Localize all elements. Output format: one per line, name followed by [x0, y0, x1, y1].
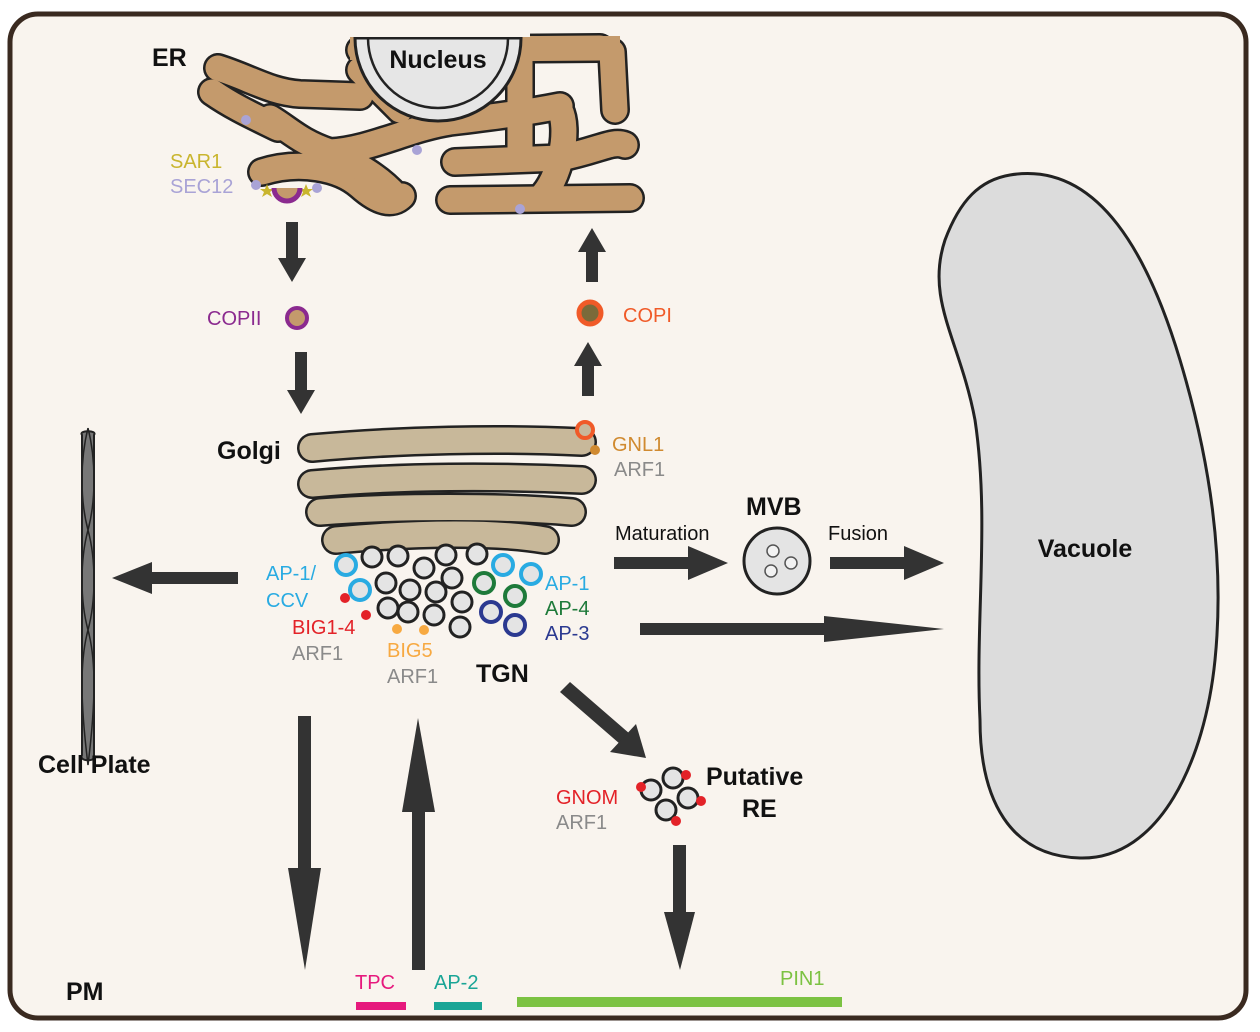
golgi-stack: [297, 425, 597, 555]
cell-plate: [80, 427, 96, 766]
ap3-label: AP-3: [545, 623, 589, 645]
arf1-big5-label: ARF1: [387, 666, 438, 688]
ap1-vesicles: [334, 553, 543, 602]
gnom-dots: [636, 770, 706, 826]
er-label: ER: [152, 44, 187, 72]
big5-dots: [392, 624, 429, 635]
ap1-label: AP-1: [545, 573, 589, 595]
pin1-bar: [517, 997, 842, 1007]
copi-vesicle: [576, 299, 604, 327]
pm-label: PM: [66, 978, 104, 1006]
sar1-label: SAR1: [170, 151, 222, 173]
copi-budding-vesicle: [575, 420, 595, 440]
arf1-gnom-label: ARF1: [556, 812, 607, 834]
copi-label: COPI: [623, 305, 672, 327]
big5-label: BIG5: [387, 640, 433, 662]
arf1-big1-4-label: ARF1: [292, 643, 343, 665]
tpc-bar: [356, 1002, 406, 1010]
tgn-vesicles: [334, 542, 543, 639]
vacuole: [937, 172, 1220, 860]
ap1-ccv-label-2: CCV: [266, 590, 309, 612]
arrows: [112, 222, 944, 970]
putative-re-label-2: RE: [742, 795, 777, 823]
gnom-label: GNOM: [556, 787, 618, 809]
arrow-re-to-pm: [664, 845, 695, 970]
arrow-er-to-copii: [278, 222, 306, 282]
arf1-golgi-label: ARF1: [614, 459, 665, 481]
er-network: [197, 33, 645, 217]
arrow-copi-to-er: [578, 228, 606, 282]
mvb-label: MVB: [746, 493, 802, 521]
putative-re: [639, 766, 700, 822]
big1-4-label: BIG1-4: [292, 617, 355, 639]
ap2-label: AP-2: [434, 972, 478, 994]
fusion-label: Fusion: [828, 523, 888, 545]
mvb: [742, 526, 812, 596]
nucleus: [350, 20, 530, 123]
pin1-label: PIN1: [780, 968, 824, 990]
maturation-label: Maturation: [615, 523, 710, 545]
arrow-fusion: [830, 546, 944, 580]
sec12-dots: [241, 115, 525, 214]
ap1-ccv-label-1: AP-1/: [266, 563, 316, 585]
vacuole-label: Vacuole: [1038, 535, 1133, 563]
cell-plate-label: Cell Plate: [38, 751, 151, 779]
arrow-tgn-to-pm: [288, 716, 321, 970]
tpc-label: TPC: [355, 972, 395, 994]
ap4-label: AP-4: [545, 598, 589, 620]
arrow-pm-to-tgn: [402, 718, 435, 970]
nucleus-label: Nucleus: [389, 46, 486, 74]
arrow-maturation: [614, 546, 728, 580]
gnl1-label: GNL1: [612, 434, 664, 456]
cell-boundary: [7, 11, 1249, 1021]
copii-vesicle: [285, 306, 309, 330]
arrow-tgn-to-vacuole: [640, 616, 944, 642]
copii-label: COPII: [207, 308, 261, 330]
sar1-stars: [260, 184, 313, 197]
tgn-label: TGN: [476, 660, 529, 688]
arrow-copii-to-golgi: [287, 352, 315, 414]
ap3-vesicles: [479, 600, 527, 637]
ap2-bar: [434, 1002, 482, 1010]
sec12-label: SEC12: [170, 176, 233, 198]
arrow-golgi-to-copi: [574, 342, 602, 396]
big1-4-dots: [340, 593, 371, 620]
copii-budding-vesicle: [271, 187, 303, 204]
golgi-label: Golgi: [217, 437, 281, 465]
gnl1-dot: [590, 445, 600, 455]
putative-re-label-1: Putative: [706, 763, 803, 791]
arrow-tgn-to-re: [560, 682, 646, 758]
arrow-tgn-to-cell-plate: [112, 562, 238, 594]
ap4-vesicles: [472, 571, 527, 608]
